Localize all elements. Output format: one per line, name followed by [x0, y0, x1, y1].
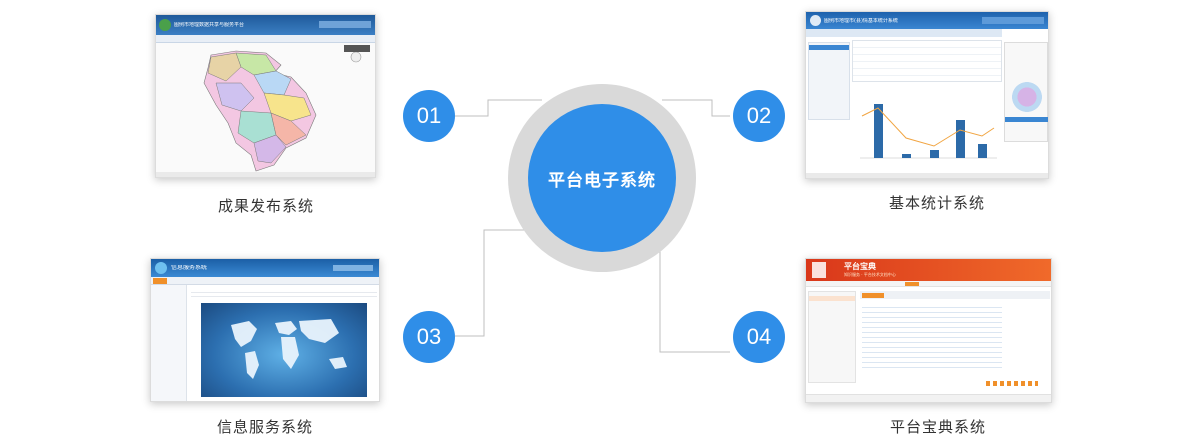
minimap-thumbnail[interactable] — [344, 45, 370, 52]
hub-label: 平台电子系统 — [548, 170, 656, 191]
logo-icon — [155, 262, 167, 274]
sidebar-menu[interactable] — [151, 285, 187, 401]
screenshot-information-service[interactable]: 信息服务系统 — [150, 258, 380, 402]
app-header: 图例市地理市(县)情基本统计系统 — [806, 12, 1048, 29]
pagination[interactable] — [986, 381, 1038, 386]
tab-strip[interactable] — [151, 277, 379, 285]
badge-03: 03 — [403, 311, 455, 363]
panel-header — [1005, 117, 1048, 122]
app-title: 平台宝典 — [844, 262, 876, 271]
zoom-control[interactable] — [350, 51, 362, 63]
hub-core[interactable]: 平台电子系统 — [528, 104, 676, 252]
app-title: 图例市地理数据共享与服务平台 — [174, 22, 245, 28]
toolbar[interactable] — [156, 35, 375, 43]
world-map-banner — [201, 303, 367, 397]
screenshot-basic-statistics[interactable]: 图例市地理市(县)情基本统计系统 — [805, 11, 1049, 179]
sidebar-menu[interactable] — [808, 42, 850, 120]
map-area[interactable] — [156, 43, 375, 177]
connector-02 — [662, 99, 730, 117]
app-header: 信息服务系统 — [151, 259, 379, 277]
screenshot-results-publishing[interactable]: 图例市地理数据共享与服务平台 — [155, 14, 376, 178]
breadcrumb-bar[interactable] — [806, 281, 1051, 287]
globe-icon — [159, 19, 171, 31]
tab-active[interactable] — [153, 278, 167, 284]
caption-information-service: 信息服务系统 — [216, 418, 313, 436]
book-icon — [812, 262, 826, 278]
app-header: 图例市地理数据共享与服务平台 — [156, 15, 375, 35]
caption-results-publishing: 成果发布系统 — [217, 197, 314, 215]
connector-01 — [455, 99, 542, 117]
caption-platform-handbook: 平台宝典系统 — [889, 418, 986, 436]
app-subtitle: 知识服务 · 平台技术文档中心 — [844, 272, 896, 277]
header-nav[interactable] — [982, 17, 1044, 24]
badge-01: 01 — [403, 90, 455, 142]
side-panel[interactable] — [1004, 42, 1048, 142]
tab-active[interactable] — [862, 293, 884, 298]
user-toolbar[interactable] — [333, 265, 373, 271]
app-header: 平台宝典 知识服务 · 平台技术文档中心 — [806, 259, 1051, 281]
badge-04: 04 — [733, 311, 785, 363]
screenshot-platform-handbook[interactable]: 平台宝典 知识服务 · 平台技术文档中心 — [805, 258, 1052, 403]
tab-strip[interactable] — [806, 29, 1002, 37]
status-bar — [156, 172, 375, 177]
bar-line-chart — [860, 104, 997, 159]
category-sidebar[interactable] — [808, 291, 856, 383]
header-nav[interactable] — [319, 21, 371, 28]
document-list[interactable] — [862, 303, 1002, 369]
mini-map[interactable] — [1007, 79, 1047, 115]
footer — [806, 394, 1051, 402]
app-title: 图例市地理市(县)情基本统计系统 — [824, 18, 898, 24]
category-item-active[interactable] — [809, 296, 855, 301]
stats-table — [852, 40, 1002, 82]
caption-basic-statistics: 基本统计系统 — [888, 194, 985, 212]
district-map[interactable] — [156, 43, 376, 178]
content-text — [191, 289, 377, 299]
connector-03 — [455, 229, 534, 337]
connector-04 — [659, 248, 730, 353]
app-title: 信息服务系统 — [171, 265, 208, 271]
sidebar-item-active[interactable] — [809, 45, 849, 50]
status-bar — [806, 173, 1048, 178]
content-tabs[interactable] — [860, 291, 1050, 299]
logo-icon — [810, 15, 821, 26]
search-button[interactable] — [905, 282, 919, 286]
badge-02: 02 — [733, 90, 785, 142]
